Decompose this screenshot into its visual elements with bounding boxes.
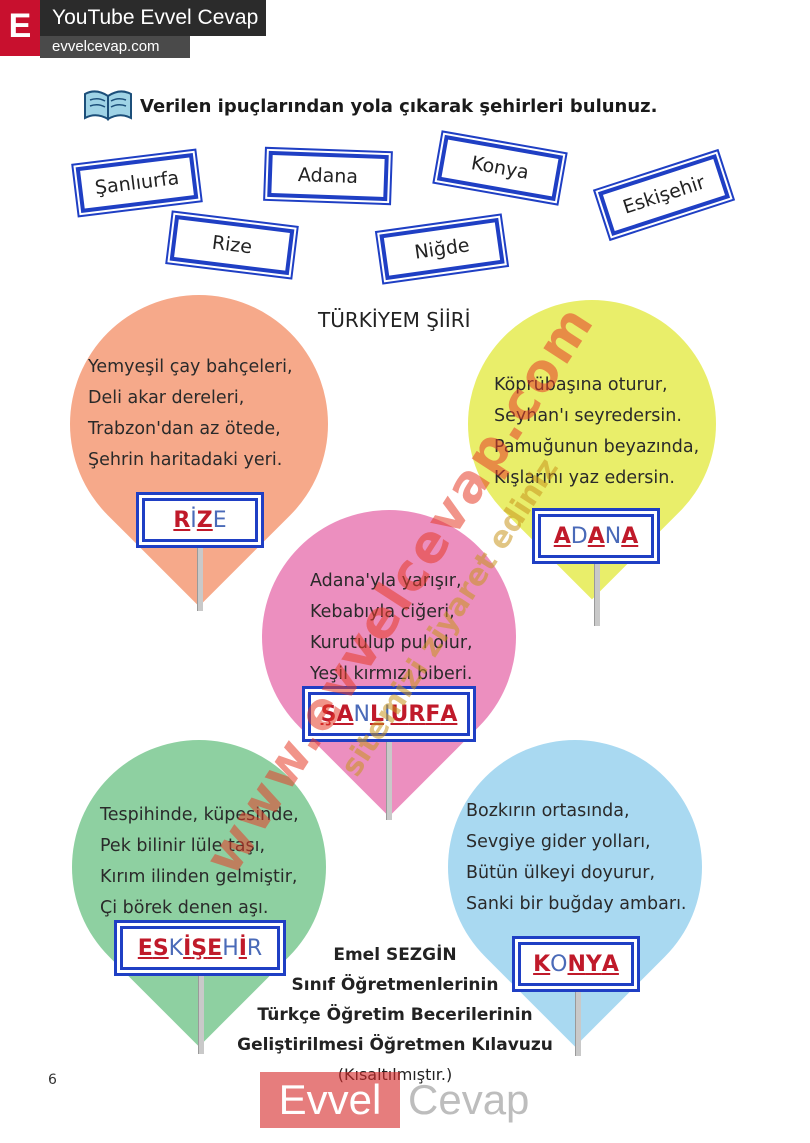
stanza-3-line: Adana'yla yarışır, xyxy=(310,571,462,591)
answer-letter: U xyxy=(390,701,409,727)
credits-line: Geliştirilmesi Öğretmen Kılavuzu xyxy=(237,1035,553,1055)
stanza-4: Tespihinde, küpesinde, Pek bilinir lüle … xyxy=(100,800,299,924)
brand-url: evvelcevap.com xyxy=(40,36,190,58)
city-card-adana: Adana xyxy=(263,146,393,206)
city-card-sanliurfa: Şanlıurfa xyxy=(71,147,203,219)
stanza-1: Yemyeşil çay bahçeleri, Deli akar derele… xyxy=(88,352,293,476)
answer-letter: A xyxy=(336,701,354,727)
answer-letter: H xyxy=(222,935,239,961)
stanza-2-line: Kışlarını yaz edersin. xyxy=(494,468,675,488)
answer-letter: A xyxy=(440,701,458,727)
instruction-text: Verilen ipuçlarından yola çıkarak şehirl… xyxy=(140,96,658,117)
city-card-rize: Rize xyxy=(165,209,299,281)
answer-letter: I xyxy=(384,701,391,727)
answer-letter: R xyxy=(173,507,191,533)
stanza-1-line: Trabzon'dan az ötede, xyxy=(88,419,281,439)
answer-letter: A xyxy=(601,951,619,977)
answer-letter: İ xyxy=(238,935,247,961)
stanza-5-line: Bütün ülkeyi doyurur, xyxy=(466,863,656,883)
stanza-1-line: Deli akar dereleri, xyxy=(88,388,245,408)
poem-title: TÜRKİYEM ŞİİRİ xyxy=(318,308,471,332)
brand-logo-letter: E xyxy=(0,0,40,56)
answer-letter: N xyxy=(567,951,586,977)
answer-letter: F xyxy=(425,701,441,727)
answer-letter: K xyxy=(168,935,184,961)
answer-letter: S xyxy=(152,935,169,961)
stanza-1-line: Yemyeşil çay bahçeleri, xyxy=(88,357,293,377)
answer-letter: R xyxy=(246,935,263,961)
footer-logo-right: Cevap xyxy=(408,1076,530,1123)
stanza-4-line: Tespihinde, küpesinde, xyxy=(100,805,299,825)
sign-pole xyxy=(197,543,203,611)
brand-channel-name: YouTube Evvel Cevap xyxy=(40,0,266,36)
stanza-3: Adana'yla yarışır, Kebabıyla ciğeri, Kur… xyxy=(310,566,473,690)
answer-letter: Z xyxy=(196,507,213,533)
sign-pole xyxy=(594,558,600,626)
answer-letter: İ xyxy=(190,507,197,533)
stanza-5-line: Sanki bir buğday ambarı. xyxy=(466,894,687,914)
answer-letter: N xyxy=(353,701,370,727)
answer-letter: A xyxy=(587,523,605,549)
stanza-5: Bozkırın ortasında, Sevgiye gider yollar… xyxy=(466,796,687,920)
city-card-nigde: Niğde xyxy=(375,212,509,286)
answer-letter: E xyxy=(137,935,153,961)
stanza-2-line: Köprübaşına oturur, xyxy=(494,375,668,395)
answer-letter: L xyxy=(369,701,384,727)
stanza-2-line: Pamuğunun beyazında, xyxy=(494,437,700,457)
book-icon xyxy=(82,88,134,122)
city-card-eskisehir: Eskişehir xyxy=(593,146,735,244)
sign-pole xyxy=(198,970,204,1054)
stanza-4-line: Pek bilinir lüle taşı, xyxy=(100,836,266,856)
stanza-5-line: Bozkırın ortasında, xyxy=(466,801,630,821)
stanza-3-line: Kurutulup pul olur, xyxy=(310,633,473,653)
answer-letter: İ xyxy=(183,935,192,961)
footer-logo-left: Evvel xyxy=(260,1072,400,1128)
credits-line: Sınıf Öğretmenlerinin xyxy=(291,975,499,995)
sign-pole xyxy=(386,736,392,820)
stanza-5-line: Sevgiye gider yolları, xyxy=(466,832,651,852)
sign-pole xyxy=(575,986,581,1056)
stanza-4-line: Kırım ilinden gelmiştir, xyxy=(100,867,298,887)
credits-line: Türkçe Öğretim Becerilerinin xyxy=(257,1005,533,1025)
answer-letter: O xyxy=(550,951,568,977)
stanza-2: Köprübaşına oturur, Seyhan'ı seyredersin… xyxy=(494,370,699,494)
answer-letter: K xyxy=(533,951,551,977)
credits: Emel SEZGİN Sınıf Öğretmenlerinin Türkçe… xyxy=(230,940,560,1090)
answer-letter: E xyxy=(212,507,227,533)
stanza-3-line: Kebabıyla ciğeri, xyxy=(310,602,455,622)
credits-author: Emel SEZGİN xyxy=(333,945,457,965)
city-card-konya: Konya xyxy=(432,129,568,207)
answer-letter: A xyxy=(621,523,639,549)
answer-letter: Ş xyxy=(191,935,208,961)
answer-letter: D xyxy=(570,523,588,549)
stanza-2-line: Seyhan'ı seyredersin. xyxy=(494,406,682,426)
answer-letter: N xyxy=(604,523,622,549)
stanza-4-line: Çi börek denen aşı. xyxy=(100,898,269,918)
page-number: 6 xyxy=(48,1072,57,1088)
stanza-1-line: Şehrin haritadaki yeri. xyxy=(88,450,283,470)
answer-letter: R xyxy=(408,701,426,727)
answer-letter: E xyxy=(207,935,223,961)
answer-letter: A xyxy=(553,523,571,549)
stanza-3-line: Yeşil kırmızı biberi. xyxy=(310,664,473,684)
answer-letter: Ş xyxy=(320,701,337,727)
answer-letter: Y xyxy=(585,951,602,977)
